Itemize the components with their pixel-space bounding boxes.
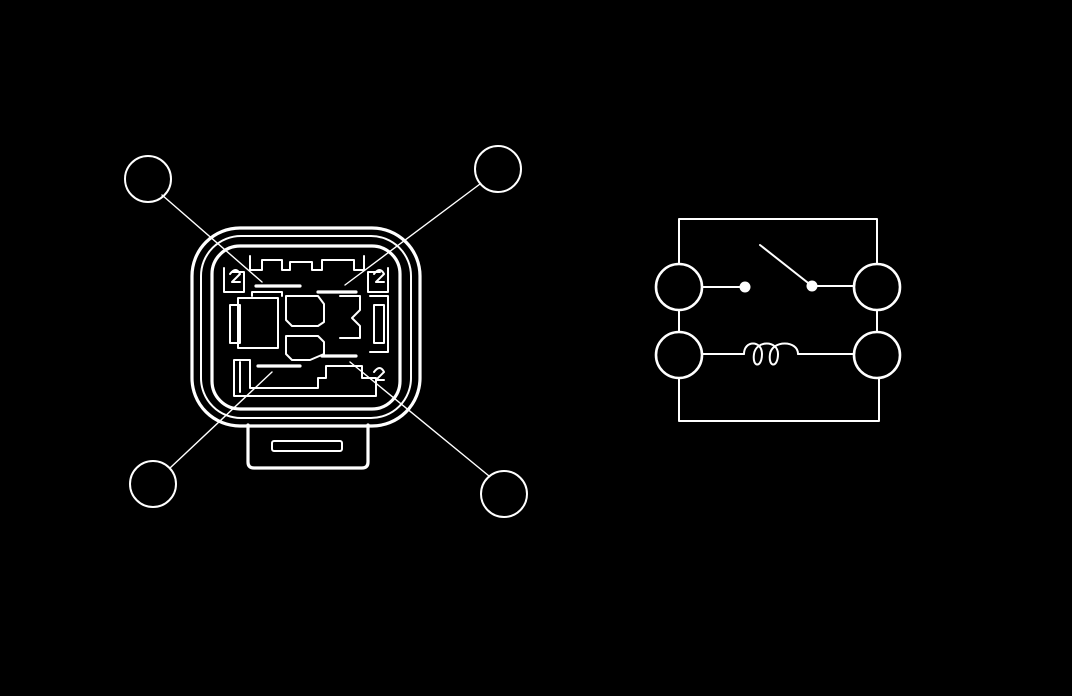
schematic-terminals [654,262,902,380]
terminal-latches [229,269,385,381]
leader-bottom-left [169,371,273,469]
terminal-bottom-left [654,330,704,380]
callout-bottom-right [480,470,528,518]
callout-bottom-left [129,460,177,508]
housing-outer [190,226,422,428]
terminal-cavities [223,255,389,397]
callout-top-right [474,145,522,193]
connector-face [124,145,528,518]
terminal-bottom-right [852,330,902,380]
switch-fixed-contact [739,281,751,293]
callout-circles [124,145,528,518]
connector-housing [190,226,422,428]
callout-top-left [124,155,172,203]
leader-bottom-right [349,361,490,477]
switch-contact [701,244,856,293]
terminal-blades [254,284,358,368]
schematic-frame [678,218,880,422]
terminal-top-right [852,262,902,312]
housing-middle [200,235,412,419]
terminal-top-left [654,262,704,312]
latch-tab [246,423,370,470]
switch-arm [759,244,813,287]
housing-inner [210,244,402,411]
leader-top-right [344,183,481,286]
relay-coil [701,342,856,366]
relay-schematic [654,218,902,422]
